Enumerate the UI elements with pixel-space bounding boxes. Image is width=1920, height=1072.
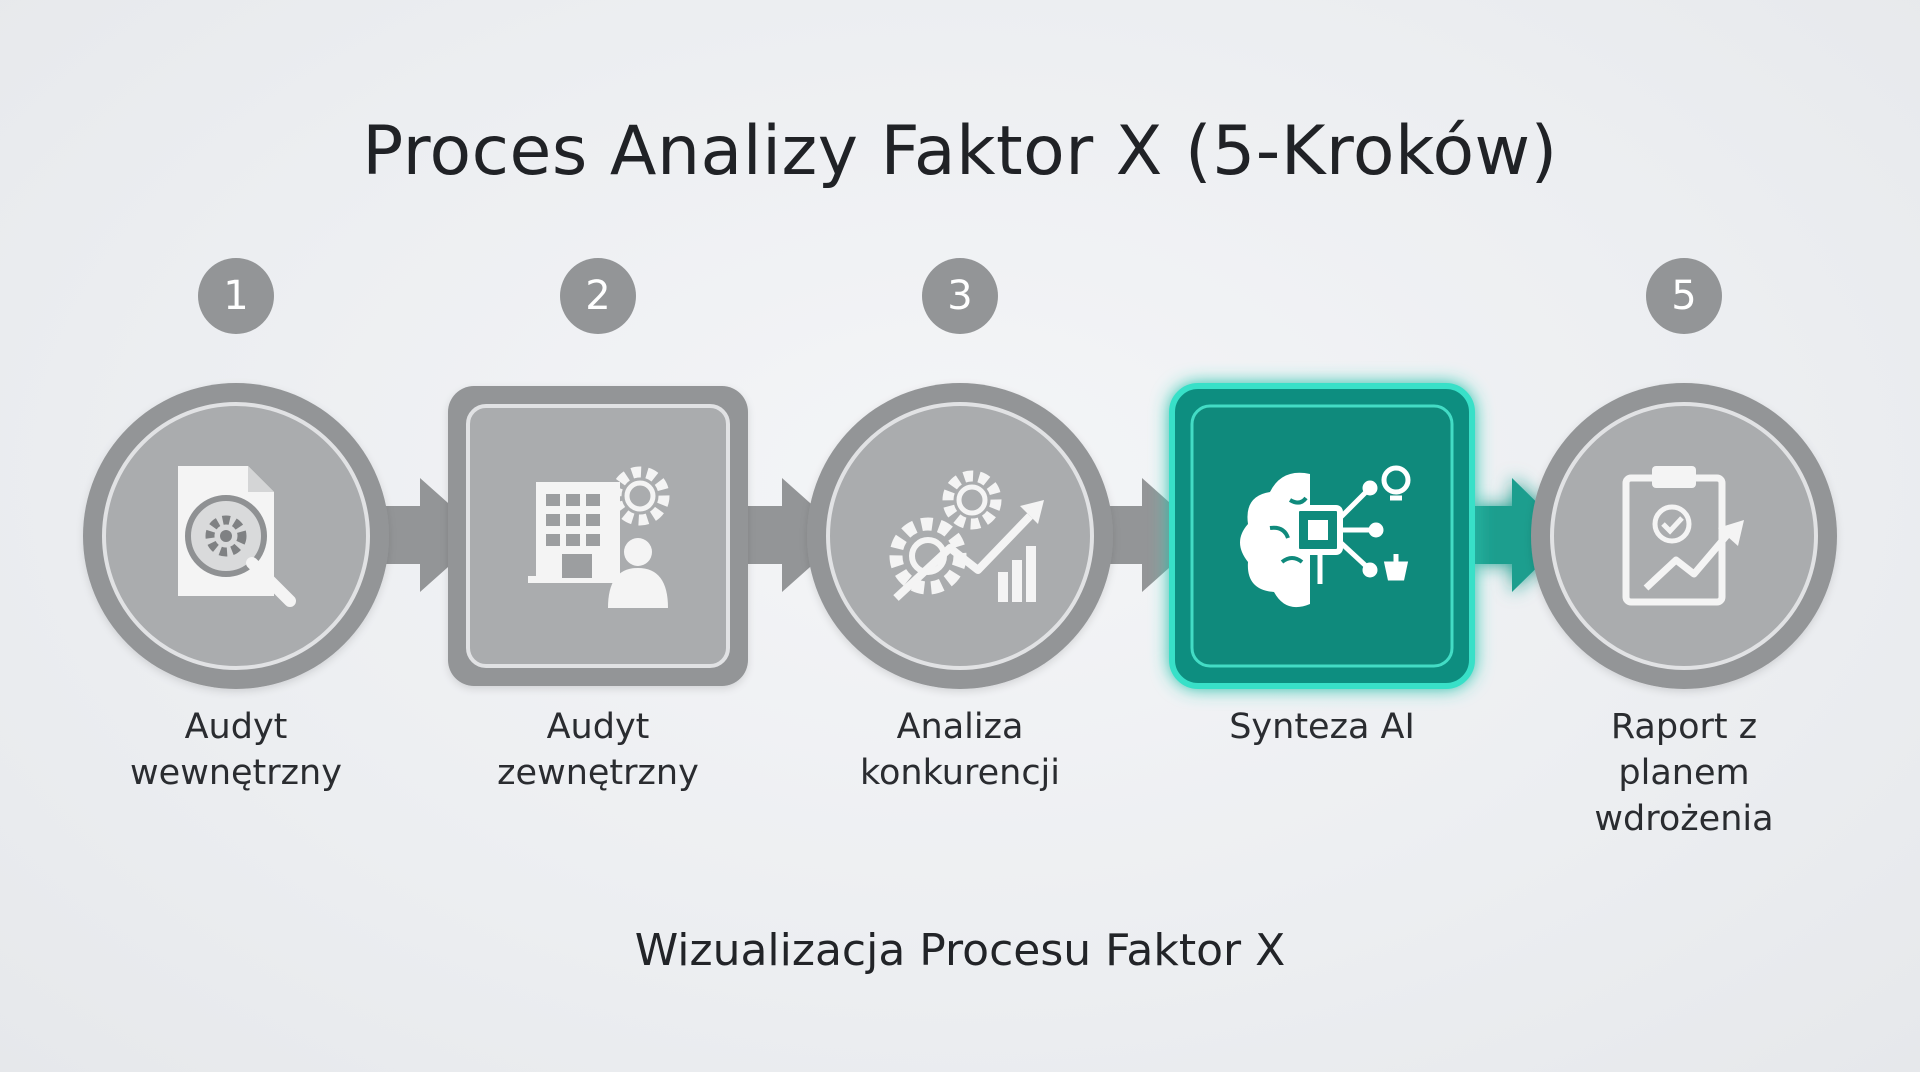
step-5-node bbox=[1531, 258, 1837, 689]
gears-growth-chart-icon bbox=[889, 470, 1044, 602]
step-5-label: Raport z planem wdrożenia bbox=[1594, 707, 1774, 839]
step-2-label: Audyt zewnętrzny bbox=[497, 707, 699, 793]
step-4-node bbox=[1169, 383, 1475, 689]
step-1-badge bbox=[198, 258, 274, 334]
ai-brain-chip-icon bbox=[1240, 465, 1411, 608]
clipboard-report-icon bbox=[1622, 466, 1744, 606]
building-gear-person-icon bbox=[528, 466, 670, 608]
step-3-label: Analiza konkurencji bbox=[859, 707, 1061, 793]
step-1-number: 1 bbox=[223, 273, 249, 319]
step-5-number: 5 bbox=[1671, 273, 1697, 319]
step-2-node bbox=[448, 258, 748, 686]
step-2-number: 2 bbox=[585, 273, 611, 319]
step-5-badge bbox=[1646, 258, 1722, 334]
diagram-title: Proces Analizy Faktor X (5-Kroków) bbox=[362, 112, 1558, 191]
diagram-subtitle: Wizualizacja Procesu Faktor X bbox=[634, 925, 1286, 976]
step-3-badge bbox=[922, 258, 998, 334]
step-3-number: 3 bbox=[947, 273, 973, 319]
step-4-label: Synteza AI bbox=[1229, 707, 1415, 747]
document-search-gear-icon bbox=[178, 466, 296, 607]
step-1-label: Audyt wewnętrzny bbox=[130, 707, 342, 793]
step-3-node bbox=[807, 258, 1113, 689]
step-1-node bbox=[83, 258, 389, 689]
step-2-badge bbox=[560, 258, 636, 334]
